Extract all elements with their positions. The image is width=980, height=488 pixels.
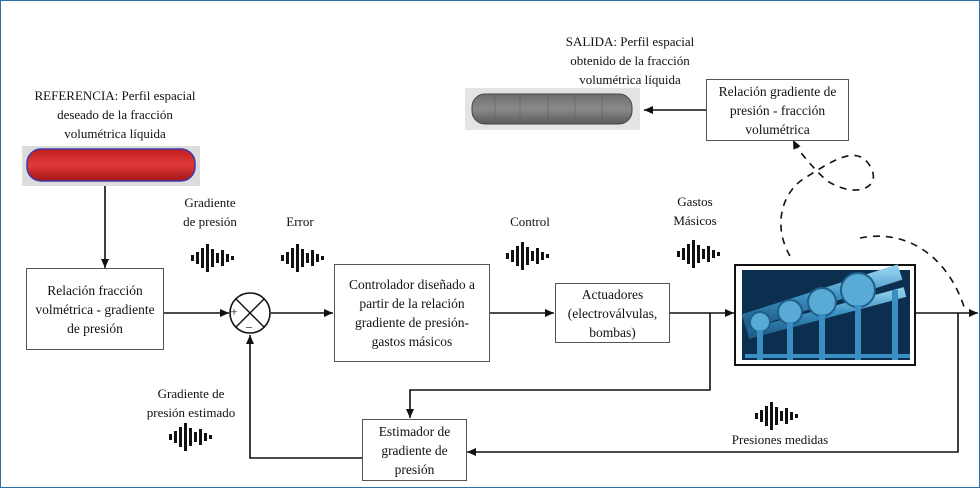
gradiente-estimado-label: Gradiente de presión estimado <box>146 386 236 420</box>
gradiente-presion-label: Gradiente de presión <box>183 195 237 229</box>
pipeline-plant-image <box>734 264 916 366</box>
relacion-fraccion-block: Relación fracción volmétrica - gradiente… <box>26 268 164 350</box>
controlador-block: Controlador diseñado a partir de la rela… <box>334 264 490 362</box>
controlador-text: Controlador diseñado a partir de la rela… <box>349 277 475 349</box>
actuadores-text: Actuadores (electroválvulas, bombas) <box>567 286 658 340</box>
control-label: Control <box>510 214 550 229</box>
summing-junction <box>229 292 271 334</box>
sum-minus-sign: − <box>245 320 253 335</box>
plant-dashed-curve <box>859 235 966 311</box>
presiones-medidas-label: Presiones medidas <box>731 432 829 447</box>
measured-pressure-arrow <box>467 313 959 456</box>
reference-profile-image <box>22 146 200 186</box>
waveform-icon <box>169 423 212 451</box>
gastos-masicos-label: Gastos Másicos <box>673 194 717 228</box>
estimador-block: Estimador de gradiente de presión <box>362 419 467 481</box>
relacion-gradiente-text: Relación gradiente de presión - fracción… <box>718 83 837 137</box>
waveform-icon <box>755 402 798 430</box>
estimador-text: Estimador de gradiente de presión <box>378 423 451 477</box>
plant-to-relacion-dashed-arrow <box>780 139 875 257</box>
actuator-to-estimator-arrow <box>406 313 711 418</box>
sum-plus-sign: + <box>230 304 238 319</box>
relacion-fraccion-text: Relación fracción volmétrica - gradiente… <box>35 282 155 336</box>
reference-label: REFERENCIA: Perfil espacial deseado de l… <box>34 88 196 141</box>
relacion-gradiente-block: Relación gradiente de presión - fracción… <box>706 79 849 141</box>
waveform-icon <box>677 240 720 268</box>
waveform-icons <box>169 240 798 451</box>
output-label: SALIDA: Perfil espacial obtenido de la f… <box>565 34 695 87</box>
output-profile-image <box>465 88 640 130</box>
waveform-icon <box>506 242 549 270</box>
estimate-feedback-arrow <box>246 335 362 459</box>
actuadores-block: Actuadores (electroválvulas, bombas) <box>555 283 670 343</box>
waveform-icon <box>281 244 324 272</box>
error-label: Error <box>286 214 314 229</box>
waveform-icon <box>191 244 234 272</box>
